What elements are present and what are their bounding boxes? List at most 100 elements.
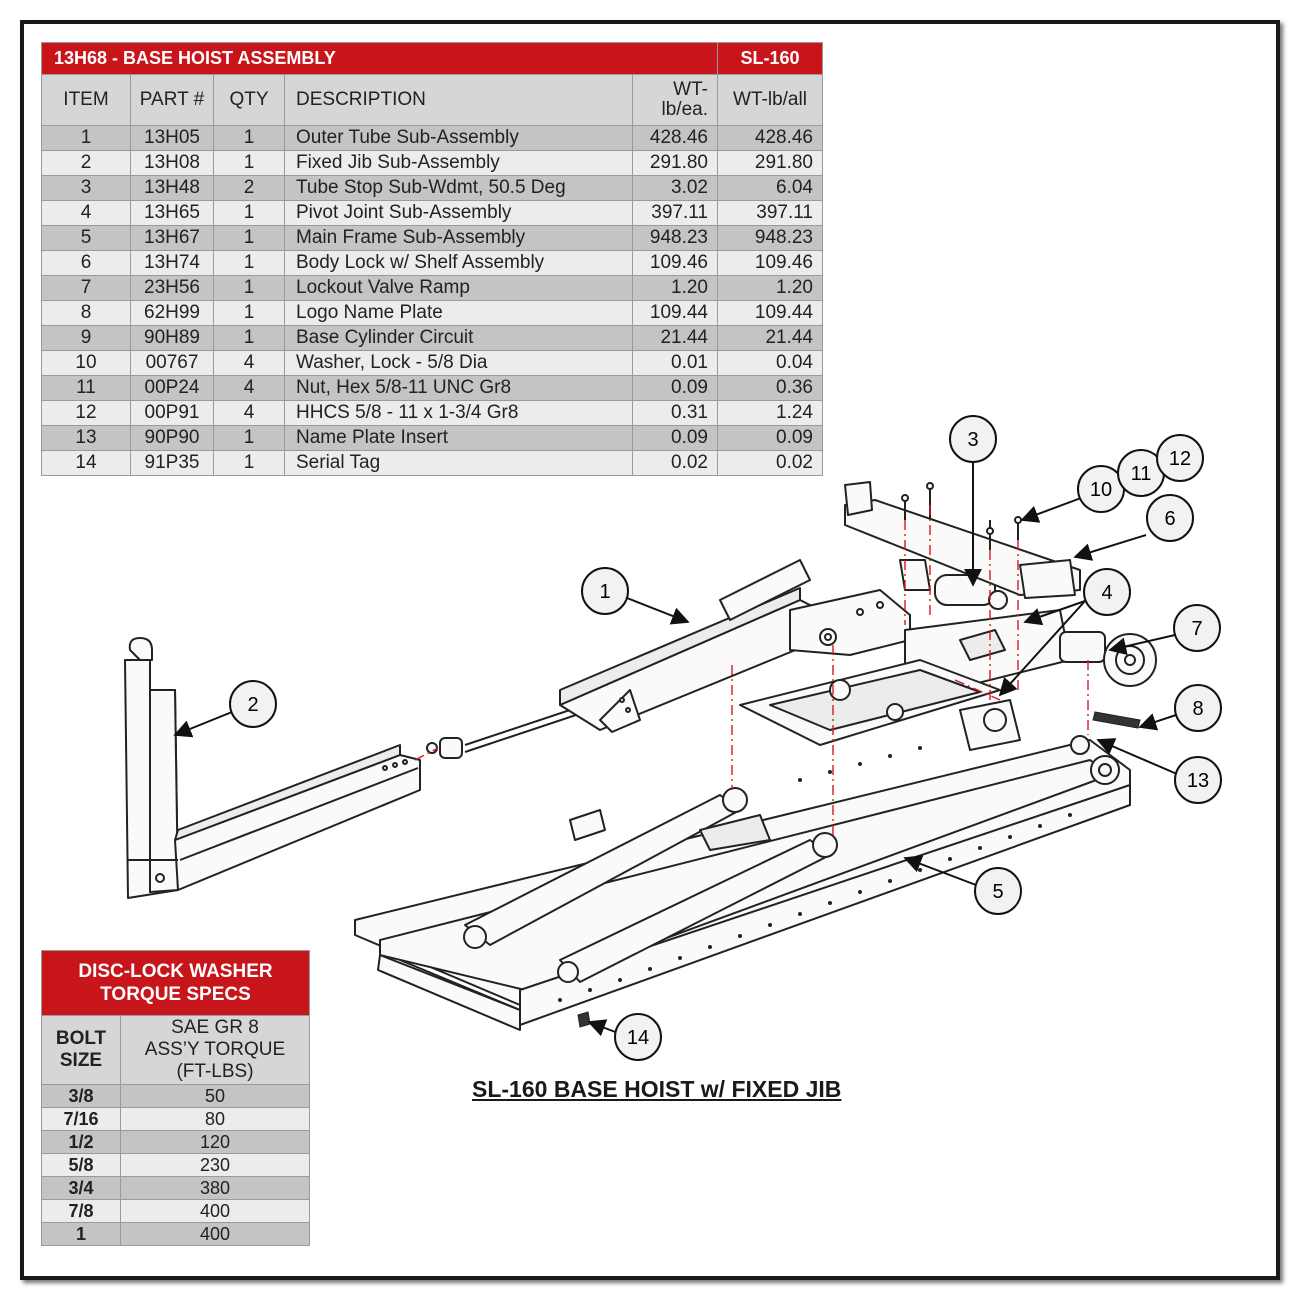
cell-item: 1 <box>41 125 131 151</box>
cell-wt-each: 0.02 <box>632 450 718 476</box>
cell-wt-all: 0.02 <box>717 450 823 476</box>
cell-part: 13H65 <box>130 200 214 226</box>
cell-item: 13 <box>41 425 131 451</box>
fixed-jib-part <box>124 637 421 899</box>
cell-qty: 1 <box>213 200 285 226</box>
cell-description: Nut, Hex 5/8-11 UNC Gr8 <box>284 375 633 401</box>
cell-bolt-size: 5/8 <box>41 1153 121 1177</box>
main-frame-part <box>354 699 1131 1031</box>
cell-wt-all: 948.23 <box>717 225 823 251</box>
cell-item: 10 <box>41 350 131 376</box>
cell-qty: 1 <box>213 300 285 326</box>
callout-8: 8 <box>1174 684 1222 732</box>
cell-item: 8 <box>41 300 131 326</box>
col-bolt-size-line1: BOLT <box>55 1028 107 1049</box>
cell-wt-each: 109.44 <box>632 300 718 326</box>
cell-bolt-size: 7/8 <box>41 1199 121 1223</box>
cell-item: 11 <box>41 375 131 401</box>
callout-14: 14 <box>614 1013 662 1061</box>
cell-wt-all: 428.46 <box>717 125 823 151</box>
cell-wt-each: 428.46 <box>632 125 718 151</box>
callout-6-label: 6 <box>1164 508 1175 530</box>
cell-wt-all: 0.09 <box>717 425 823 451</box>
cell-item: 7 <box>41 275 131 301</box>
cell-qty: 1 <box>213 150 285 176</box>
cell-item: 5 <box>41 225 131 251</box>
cell-wt-each: 0.01 <box>632 350 718 376</box>
cell-wt-each: 397.11 <box>632 200 718 226</box>
cell-wt-each: 0.09 <box>632 375 718 401</box>
cell-description: Tube Stop Sub-Wdmt, 50.5 Deg <box>284 175 633 201</box>
cell-part: 13H48 <box>130 175 214 201</box>
cell-bolt-size: 3/4 <box>41 1176 121 1200</box>
col-torque-line3: (FT-LBS) <box>176 1061 254 1082</box>
cell-wt-each: 3.02 <box>632 175 718 201</box>
cell-description: Logo Name Plate <box>284 300 633 326</box>
cell-item: 9 <box>41 325 131 351</box>
cell-description: HHCS 5/8 - 11 x 1-3/4 Gr8 <box>284 400 633 426</box>
cell-part: 00767 <box>130 350 214 376</box>
cell-item: 3 <box>41 175 131 201</box>
callout-13: 13 <box>1174 756 1222 804</box>
callout-10-label: 10 <box>1090 479 1112 501</box>
callout-4-label: 4 <box>1101 582 1112 604</box>
cell-description: Fixed Jib Sub-Assembly <box>284 150 633 176</box>
callout-7: 7 <box>1173 604 1221 652</box>
callout-leaders <box>173 461 1178 1037</box>
cell-wt-each: 109.46 <box>632 250 718 276</box>
callout-2-label: 2 <box>247 694 258 716</box>
col-part: PART # <box>130 74 214 126</box>
callout-14-label: 14 <box>627 1027 649 1049</box>
cell-item: 12 <box>41 400 131 426</box>
cell-part: 13H05 <box>130 125 214 151</box>
logo-name-plate-part <box>1092 711 1141 729</box>
cell-item: 6 <box>41 250 131 276</box>
cell-description: Pivot Joint Sub-Assembly <box>284 200 633 226</box>
drawing-caption: SL-160 BASE HOIST w/ FIXED JIB <box>472 1076 842 1102</box>
cell-bolt-size: 3/8 <box>41 1084 121 1108</box>
cell-qty: 4 <box>213 350 285 376</box>
bom-title: 13H68 - BASE HOIST ASSEMBLY <box>41 42 718 75</box>
cell-wt-all: 109.44 <box>717 300 823 326</box>
cell-item: 4 <box>41 200 131 226</box>
callout-11-label: 11 <box>1131 463 1152 485</box>
col-qty: QTY <box>213 74 285 126</box>
callout-4: 4 <box>1083 568 1131 616</box>
cell-wt-each: 291.80 <box>632 150 718 176</box>
body-lock-shelf-part <box>844 481 1081 599</box>
cell-wt-all: 1.24 <box>717 400 823 426</box>
cylinder-cradle-part <box>739 659 1001 746</box>
torque-title-line1: DISC-LOCK WASHER <box>78 961 273 982</box>
cell-torque: 400 <box>120 1222 310 1246</box>
cell-qty: 1 <box>213 225 285 251</box>
callout-13-label: 13 <box>1187 770 1209 792</box>
cell-qty: 2 <box>213 175 285 201</box>
cell-torque: 120 <box>120 1130 310 1154</box>
cell-bolt-size: 1 <box>41 1222 121 1246</box>
serial-tag-part <box>577 1011 591 1028</box>
callout-12-label: 12 <box>1169 448 1191 470</box>
cell-wt-all: 0.04 <box>717 350 823 376</box>
col-bolt-size-line2: SIZE <box>59 1050 103 1071</box>
cell-part: 90P90 <box>130 425 214 451</box>
torque-title: DISC-LOCK WASHER TORQUE SPECS <box>41 950 310 1016</box>
torque-spec-table: DISC-LOCK WASHER TORQUE SPECS BOLT SIZE … <box>41 950 310 1246</box>
callout-8-label: 8 <box>1192 698 1203 720</box>
cell-part: 00P24 <box>130 375 214 401</box>
callout-7-label: 7 <box>1191 618 1202 640</box>
